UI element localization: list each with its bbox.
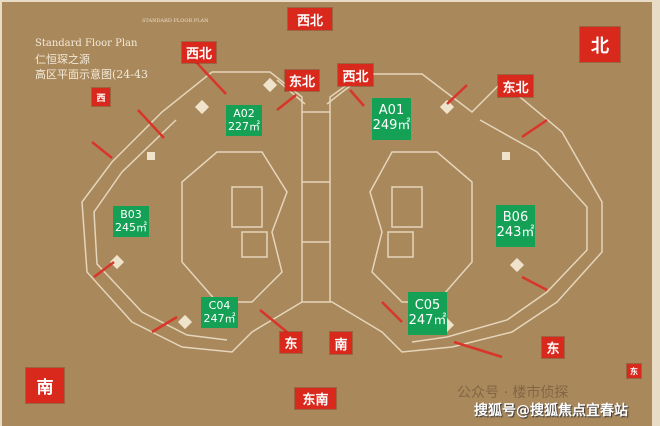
direction-label-northwest-center: 西北 [338, 64, 373, 86]
title-chinese-2: 高区平面示意图(24-43 [35, 68, 149, 81]
unit-area: 249㎡ [372, 118, 411, 133]
unit-name: B03 [120, 207, 142, 221]
unit-area: 247㎡ [408, 312, 447, 328]
column-markers [109, 77, 525, 333]
unit-name: A02 [233, 106, 255, 120]
unit-name: B06 [502, 210, 529, 226]
direction-label-northwest-top: 西北 [288, 8, 332, 30]
direction-label-northeast-mid: 东北 [285, 70, 319, 91]
title-chinese-1: 仁恒琛之源 [35, 53, 90, 66]
unit-area: 227㎡ [228, 119, 260, 133]
direction-label-east-left: 东 [280, 332, 302, 353]
unit-name: A01 [378, 103, 405, 119]
direction-label-north: 北 [580, 27, 620, 62]
direction-label-northwest-left: 西北 [182, 42, 216, 63]
watermark-main: 搜狐号@搜狐焦点宜春站 [474, 403, 628, 419]
unit-area: 243㎡ [496, 225, 535, 240]
unit-area: 245㎡ [115, 220, 147, 234]
unit-area: 247㎡ [203, 311, 236, 325]
direction-label-southeast: 东南 [295, 388, 336, 409]
unit-name: C05 [414, 297, 441, 313]
direction-label-south-center: 南 [330, 332, 352, 354]
unit-name: C04 [208, 298, 231, 312]
direction-label-west: 西 [92, 88, 110, 106]
top-caption: STANDARD FLOOR PLAN [142, 18, 209, 24]
watermark-faded: 公众号 · 楼市侦探 [457, 385, 569, 401]
direction-label-northeast-right: 东北 [498, 75, 533, 97]
direction-label-east-small: 东 [627, 364, 641, 378]
direction-label-east-right: 东 [542, 337, 564, 358]
direction-lines [91, 61, 548, 359]
direction-label-south: 南 [26, 368, 64, 403]
title-english: Standard Floor Plan [35, 38, 138, 49]
